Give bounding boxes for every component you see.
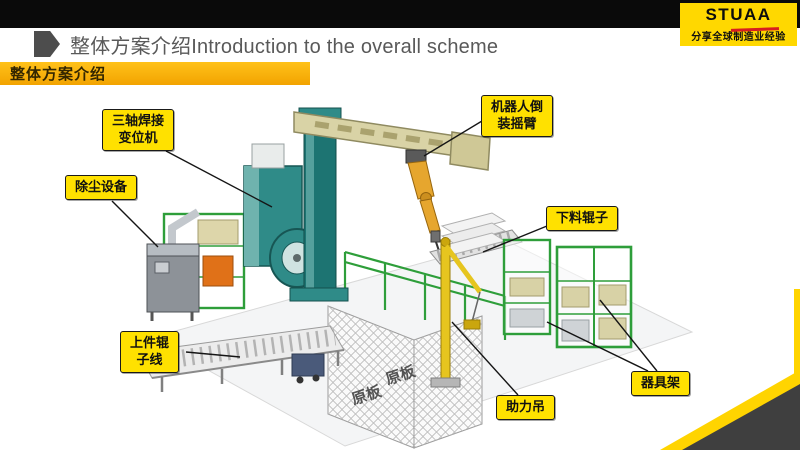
title-row: 整体方案介绍Introduction to the overall scheme — [34, 28, 498, 60]
callout-welding-positioner: 三轴焊接 变位机 — [102, 109, 175, 151]
assist-hoist — [430, 237, 483, 388]
brand-tagline: 分享全球制造业经验 — [691, 32, 786, 44]
brand-logo-block: STUAA 分享全球制造业经验 — [680, 3, 797, 46]
welding-robot — [405, 149, 441, 255]
section-banner-label: 整体方案介绍 — [10, 66, 107, 83]
tool-racks — [502, 238, 633, 349]
robot-column — [289, 107, 349, 302]
callout-dust-removal: 除尘设备 — [65, 175, 138, 200]
callout-load-roller-line: 上件辊 子线 — [120, 331, 180, 373]
callout-tool-rack: 器具架 — [631, 371, 691, 396]
callout-assist-hoist: 助力吊 — [496, 395, 556, 420]
title-bullet-icon — [34, 31, 60, 57]
brand-logo-text: STUAA — [705, 4, 772, 24]
callout-unload-roller: 下料辊子 — [546, 206, 619, 231]
leader-lines — [111, 120, 658, 396]
right-edge-accent — [794, 289, 800, 419]
dust-collector — [146, 208, 201, 321]
top-bar — [0, 0, 800, 28]
section-banner: 整体方案介绍 — [0, 62, 310, 85]
robot-swing-arm — [293, 111, 491, 171]
page-title: 整体方案介绍Introduction to the overall scheme — [70, 35, 499, 58]
loading-roller-conveyor — [137, 325, 345, 392]
brand-logo: STUAA — [705, 4, 780, 32]
callout-robot-flip-arm: 机器人倒 装摇臂 — [481, 95, 554, 137]
